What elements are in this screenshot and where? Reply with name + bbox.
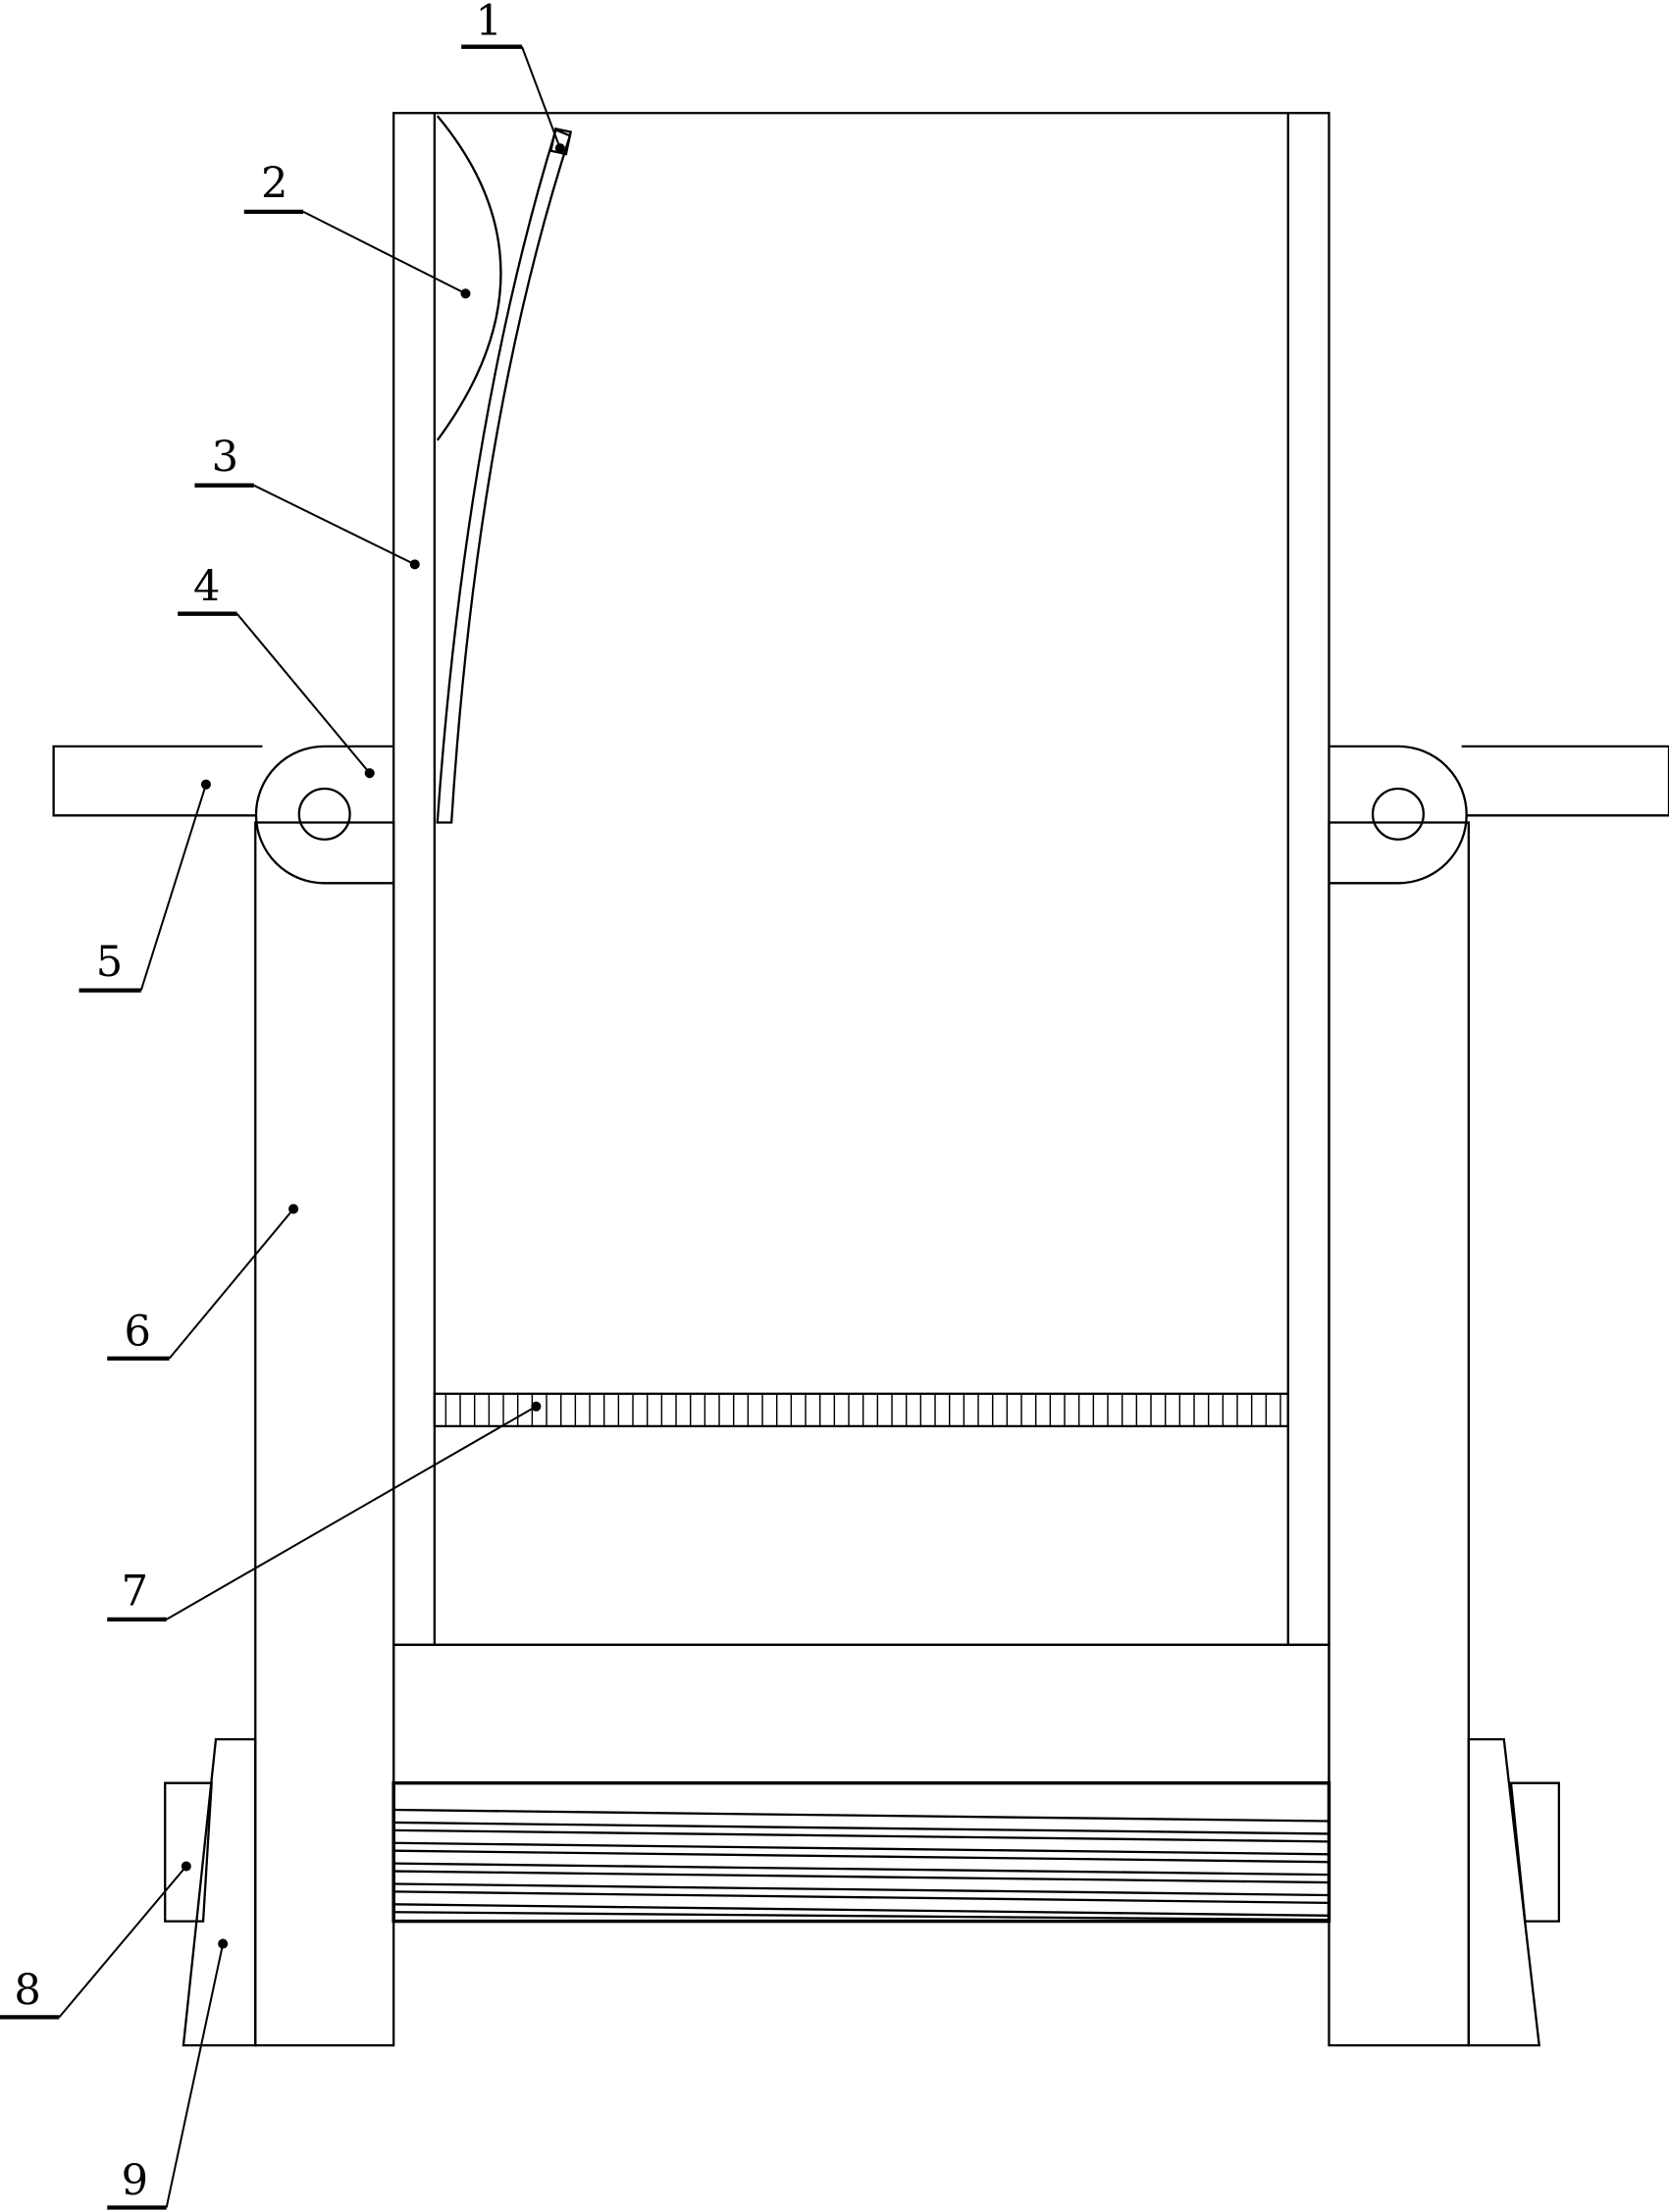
label-3: 3: [212, 433, 238, 482]
roller-winding-line: [393, 1882, 1330, 1897]
right-leg: [1328, 821, 1470, 2047]
roller-winding-line: [393, 1808, 1330, 1823]
roller-winding-line: [393, 1890, 1330, 1905]
roller-winding-line: [393, 1849, 1330, 1864]
roller: [391, 1780, 1331, 1924]
left-hinge-pin: [297, 787, 351, 841]
left-leg: [254, 821, 395, 2047]
callout-5: 5: [78, 779, 211, 993]
label-8: 8: [14, 1966, 40, 2015]
callout-2: 2: [243, 160, 471, 299]
roller-winding-line: [393, 1870, 1330, 1884]
right-wedge: [1467, 1737, 1541, 2047]
label-5: 5: [96, 938, 123, 987]
label-1: 1: [476, 0, 502, 46]
callout-8: 8: [0, 1861, 191, 2020]
callout-6: 6: [107, 1204, 299, 1362]
roller-winding-line: [393, 1862, 1330, 1877]
roller-winding-line: [393, 1828, 1330, 1843]
left-wedge: [182, 1737, 257, 2047]
roller-winding-line: [393, 1903, 1330, 1917]
right-bar: [1461, 745, 1669, 817]
callout-7: 7: [107, 1401, 542, 1622]
callout-1: 1: [461, 0, 565, 154]
label-4: 4: [193, 563, 220, 612]
right-hinge-pin: [1371, 787, 1425, 841]
right-hinge: [1329, 745, 1468, 885]
callout-9: 9: [107, 1938, 229, 2210]
roller-winding-line: [393, 1911, 1330, 1922]
curved-plate: [436, 128, 572, 824]
left-hinge: [254, 745, 394, 885]
roller-winding-line: [393, 1841, 1330, 1856]
label-6: 6: [125, 1308, 151, 1357]
roller-winding-line: [393, 1821, 1330, 1835]
label-2: 2: [261, 160, 287, 209]
right-clamp-block: [1509, 1781, 1560, 1923]
label-7: 7: [122, 1568, 148, 1617]
arc-part: [436, 115, 502, 441]
right-wall: [1286, 112, 1330, 1646]
left-wall: [392, 112, 437, 1646]
left-clamp-block: [164, 1781, 213, 1923]
screen: [433, 1392, 1289, 1428]
callout-3: 3: [194, 433, 420, 570]
callout-4: 4: [178, 563, 375, 779]
label-9: 9: [122, 2157, 148, 2206]
crossbar: [392, 1643, 1330, 1784]
left-bar: [52, 745, 263, 817]
